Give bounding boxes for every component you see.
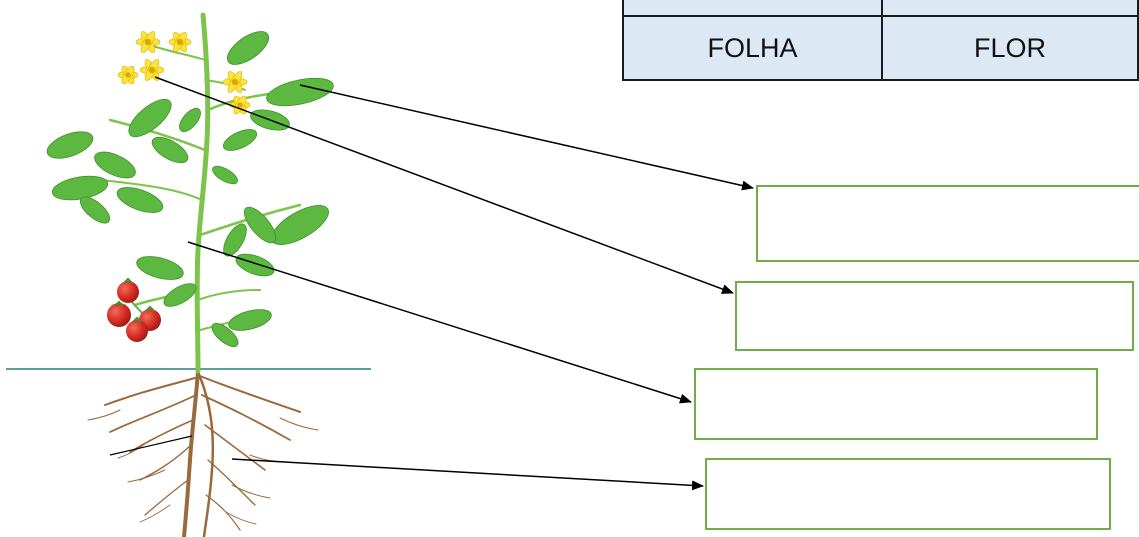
stems bbox=[99, 12, 302, 374]
answer-box-root[interactable] bbox=[705, 458, 1111, 530]
arrow-root bbox=[231, 458, 704, 491]
tomatoes bbox=[107, 277, 161, 342]
leaves bbox=[46, 31, 334, 347]
answer-box-stem[interactable] bbox=[694, 368, 1098, 440]
flowers bbox=[117, 31, 251, 115]
word-folha: FOLHA bbox=[622, 15, 883, 81]
answer-box-leaf[interactable] bbox=[756, 185, 1139, 262]
roots bbox=[87, 369, 319, 537]
arrow-flower bbox=[154, 76, 734, 294]
pointer-root-stub bbox=[109, 435, 193, 456]
arrow-leaf bbox=[299, 84, 754, 191]
pointer-arrows bbox=[109, 76, 754, 491]
word-bank-table: FOLHA FLOR bbox=[622, 0, 1139, 81]
word-bank-cell bbox=[880, 0, 1139, 17]
answer-box-flower[interactable] bbox=[735, 281, 1134, 351]
word-flor: FLOR bbox=[880, 15, 1139, 81]
word-bank-cell bbox=[622, 0, 883, 17]
arrow-stem bbox=[187, 241, 692, 404]
